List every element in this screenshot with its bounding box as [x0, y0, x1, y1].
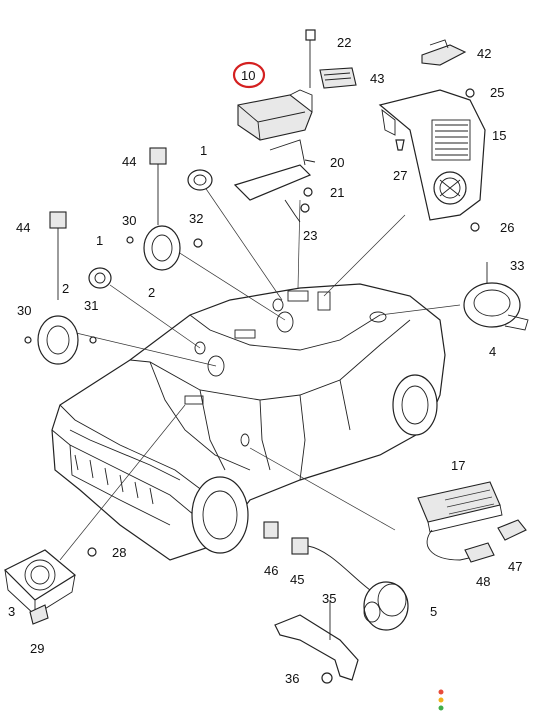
- callout-23: 23: [303, 228, 317, 243]
- callout-17: 17: [451, 458, 465, 473]
- part-36-nut[interactable]: [321, 672, 333, 684]
- part-3-speaker-box[interactable]: [3, 549, 77, 616]
- callout-29: 29: [30, 641, 44, 656]
- callout-2-upper: 2: [148, 285, 155, 300]
- callout-27: 27: [393, 168, 407, 183]
- part-15-subwoofer-housing[interactable]: [378, 89, 486, 221]
- callout-35: 35: [322, 591, 336, 606]
- part-42-cover[interactable]: [421, 39, 467, 66]
- callout-28: 28: [112, 545, 126, 560]
- part-10-control-unit[interactable]: [232, 61, 313, 141]
- part-27-nut[interactable]: [395, 139, 405, 151]
- dot-green: [438, 705, 444, 711]
- part-46-connector[interactable]: [263, 521, 279, 539]
- callout-43: 43: [370, 71, 384, 86]
- part-20-bracket[interactable]: [233, 139, 316, 223]
- part-44-clip-lower[interactable]: [49, 211, 67, 300]
- part-43-connector[interactable]: [319, 67, 357, 89]
- part-32-nut[interactable]: [193, 238, 203, 248]
- part-47-connector[interactable]: [497, 519, 527, 541]
- callout-21: 21: [330, 185, 344, 200]
- part-30-screw-lower[interactable]: [24, 336, 32, 344]
- part-35-bracket[interactable]: [274, 600, 359, 681]
- callout-44-lower: 44: [16, 220, 30, 235]
- callout-5: 5: [430, 604, 437, 619]
- callout-30-lower: 30: [17, 303, 31, 318]
- callout-48: 48: [476, 574, 490, 589]
- part-17-module[interactable]: [417, 481, 503, 561]
- callout-1-lower: 1: [96, 233, 103, 248]
- part-2-speaker-upper[interactable]: [143, 225, 181, 271]
- car-outline: [51, 283, 446, 561]
- part-4-speaker[interactable]: [463, 282, 529, 331]
- callout-33: 33: [510, 258, 524, 273]
- callout-45: 45: [290, 572, 304, 587]
- callout-31: 31: [84, 298, 98, 313]
- part-48-connector[interactable]: [464, 542, 495, 563]
- dot-yellow: [438, 697, 444, 703]
- callout-32: 32: [189, 211, 203, 226]
- highlight-ring: [232, 61, 266, 89]
- callout-20: 20: [330, 155, 344, 170]
- callout-2-lower: 2: [62, 281, 69, 296]
- part-29-clip[interactable]: [29, 604, 49, 625]
- part-31-screw[interactable]: [89, 336, 97, 344]
- status-dots: [438, 689, 444, 711]
- part-28-screw[interactable]: [87, 547, 97, 557]
- part-25-screw[interactable]: [465, 88, 475, 98]
- callout-10: 10: [241, 68, 255, 83]
- callout-30-upper: 30: [122, 213, 136, 228]
- leader-lines: [54, 179, 461, 561]
- callout-36: 36: [285, 671, 299, 686]
- dot-red: [438, 689, 444, 695]
- callout-25: 25: [490, 85, 504, 100]
- callout-4: 4: [489, 344, 496, 359]
- part-44-clip-upper[interactable]: [149, 147, 167, 225]
- callout-22: 22: [337, 35, 351, 50]
- callout-26: 26: [500, 220, 514, 235]
- part-30-screw-upper[interactable]: [126, 236, 134, 244]
- part-5-speaker[interactable]: [363, 581, 409, 631]
- callout-labels: 22 43 10 42 25 15 44 1 20 21 27 30 32 23…: [8, 35, 524, 686]
- part-1-tweeter-lower[interactable]: [88, 267, 112, 289]
- callout-47: 47: [508, 559, 522, 574]
- callout-44-upper: 44: [122, 154, 136, 169]
- part-45-harness[interactable]: [291, 537, 371, 591]
- callout-42: 42: [477, 46, 491, 61]
- part-22-bolt[interactable]: [305, 29, 316, 88]
- callout-3: 3: [8, 604, 15, 619]
- part-2-speaker-lower[interactable]: [37, 315, 79, 365]
- callout-15: 15: [492, 128, 506, 143]
- callout-1-upper: 1: [200, 143, 207, 158]
- part-26-screw[interactable]: [470, 222, 480, 232]
- part-1-tweeter-upper[interactable]: [187, 169, 213, 191]
- callout-46: 46: [264, 563, 278, 578]
